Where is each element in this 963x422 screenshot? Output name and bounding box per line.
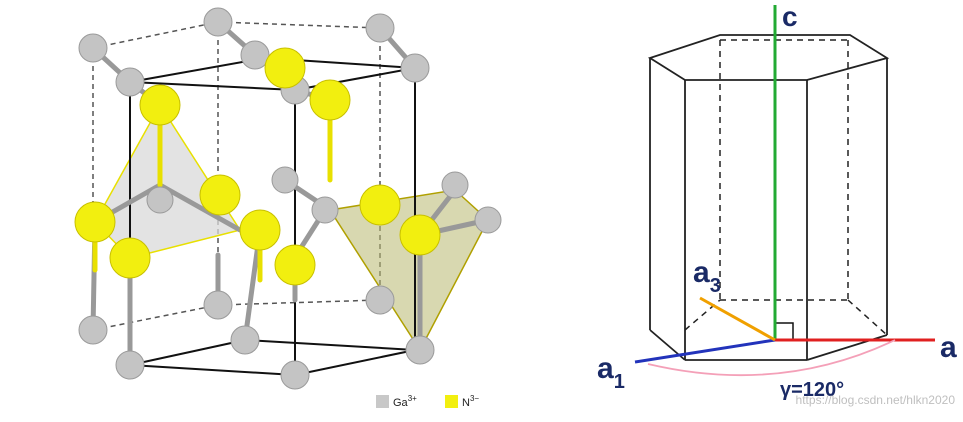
legend-n-sup: 3− bbox=[470, 394, 479, 403]
legend: Ga3+ N3− bbox=[376, 394, 479, 409]
svg-text:N3−: N3− bbox=[462, 394, 479, 409]
a-axis-label: a bbox=[940, 331, 957, 364]
c-axis-label: c bbox=[782, 1, 798, 32]
a1-axis-subscript: 1 bbox=[614, 371, 625, 393]
tetrahedron-right bbox=[328, 189, 489, 352]
svg-text:a1: a1 bbox=[597, 352, 625, 393]
a1-axis-label: a bbox=[597, 352, 614, 385]
n-atoms bbox=[74, 47, 441, 286]
legend-ga-sup: 3+ bbox=[408, 394, 417, 403]
legend-n-swatch bbox=[445, 395, 458, 408]
svg-text:a3: a3 bbox=[693, 256, 721, 297]
watermark: https://blog.csdn.net/hlkn2020 bbox=[796, 393, 956, 407]
hexagonal-prism bbox=[647, 34, 890, 361]
legend-ga-swatch bbox=[376, 395, 389, 408]
right-angle-marker bbox=[775, 322, 794, 340]
axes: c a a1 a3 γ=120° bbox=[597, 1, 957, 401]
crystal-structure bbox=[74, 7, 502, 390]
legend-ga-label: Ga bbox=[393, 397, 409, 409]
legend-n-label: N bbox=[462, 397, 470, 409]
angle-label: γ=120° bbox=[780, 379, 844, 401]
a3-axis bbox=[699, 296, 776, 342]
a3-axis-subscript: 3 bbox=[710, 275, 721, 297]
a1-axis bbox=[634, 338, 776, 364]
a3-axis-label: a bbox=[693, 256, 710, 289]
svg-text:Ga3+: Ga3+ bbox=[393, 394, 417, 409]
angle-arc bbox=[647, 339, 896, 377]
